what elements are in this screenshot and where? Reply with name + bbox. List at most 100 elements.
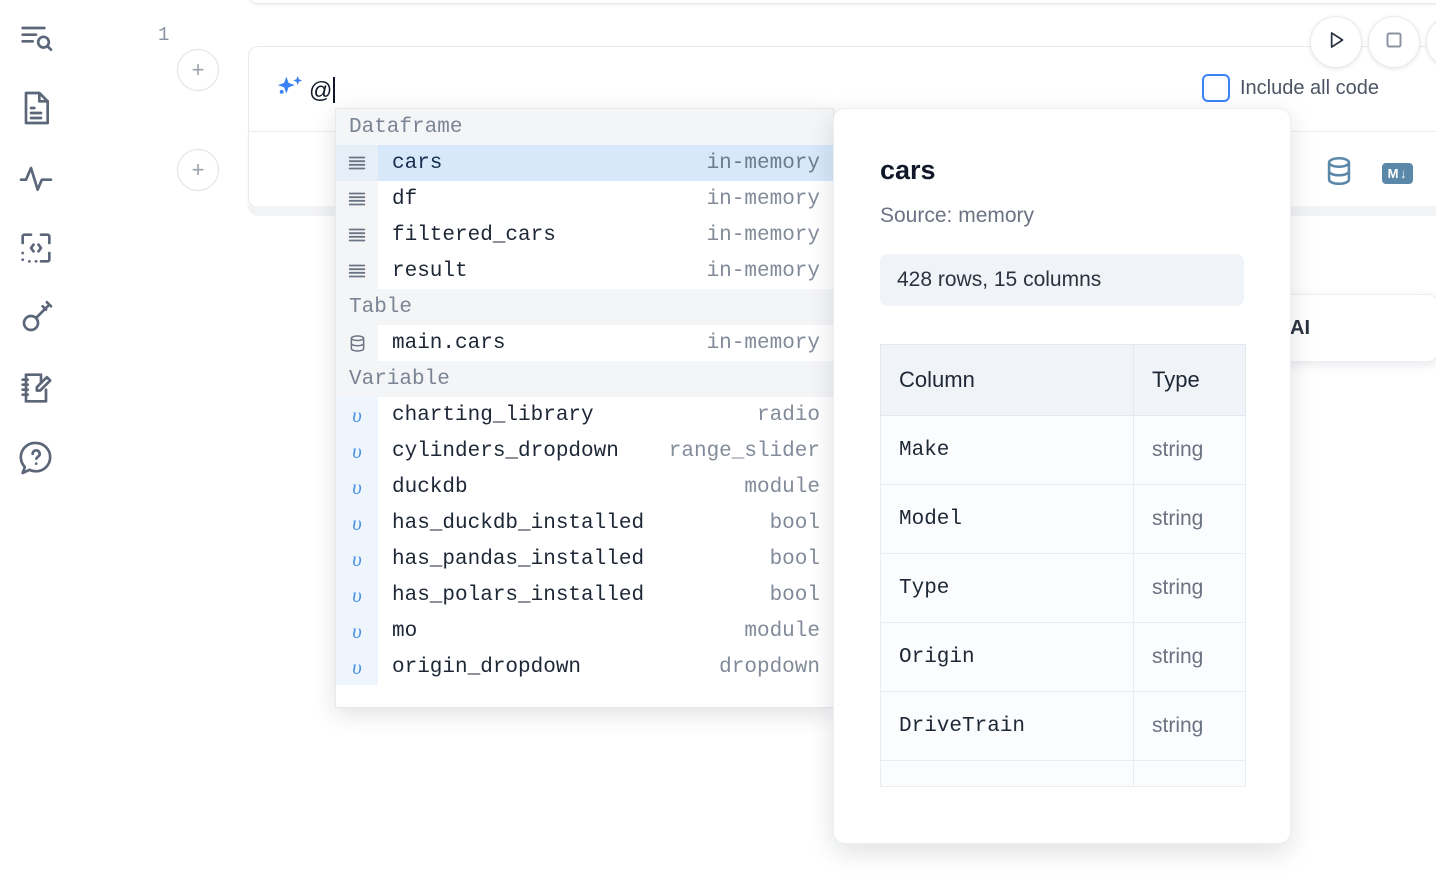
autocomplete-item-type: in-memory [706, 151, 820, 175]
autocomplete-item-type: in-memory [706, 331, 820, 355]
preview-panel: cars Source: memory 428 rows, 15 columns… [833, 108, 1291, 844]
autocomplete-item-name: mo [392, 619, 418, 643]
include-all-code-checkbox[interactable] [1202, 74, 1230, 102]
sidebar-item-document[interactable] [14, 86, 58, 130]
dataframe-icon [336, 253, 378, 289]
column-header-column: Column [880, 344, 1134, 416]
sidebar-item-activity[interactable] [14, 156, 58, 200]
sidebar-item-explore[interactable] [14, 16, 58, 60]
table-cell-column: Make [880, 415, 1134, 485]
autocomplete-item[interactable]: main.cars in-memory [336, 325, 833, 361]
pulse-icon [16, 158, 56, 198]
cell-toolbar: M↓ [1322, 154, 1413, 193]
markdown-badge-letter: M [1387, 166, 1399, 181]
key-icon [16, 298, 56, 338]
add-cell-below-button[interactable]: + [177, 149, 219, 191]
autocomplete-item[interactable]: df in-memory [336, 181, 833, 217]
autocomplete-item-name: has_polars_installed [392, 583, 645, 607]
column-header-type: Type [1133, 344, 1246, 416]
autocomplete-item-type: in-memory [706, 187, 820, 211]
ai-prompt-input[interactable]: @ [309, 47, 1436, 133]
database-icon[interactable] [1322, 154, 1356, 193]
autocomplete-item[interactable]: cars in-memory [336, 145, 833, 181]
autocomplete-item[interactable]: result in-memory [336, 253, 833, 289]
variable-icon: υ [336, 397, 378, 433]
variable-icon: υ [336, 577, 378, 613]
autocomplete-item-name: filtered_cars [392, 223, 556, 247]
preview-title: cars [880, 155, 936, 185]
autocomplete-item-name: duckdb [392, 475, 468, 499]
autocomplete-item-name: df [392, 187, 418, 211]
autocomplete-item-name: has_pandas_installed [392, 547, 645, 571]
autocomplete-item-body: duckdb module [378, 469, 833, 505]
question-chat-icon [16, 438, 56, 478]
autocomplete-item-type: radio [756, 403, 820, 427]
autocomplete-item-body: origin_dropdown dropdown [378, 649, 833, 685]
stop-square-icon [1381, 27, 1407, 58]
run-button[interactable] [1310, 16, 1362, 68]
autocomplete-item-name: result [392, 259, 468, 283]
variable-icon: υ [336, 433, 378, 469]
autocomplete-item-name: main.cars [392, 331, 506, 355]
autocomplete-item-name: has_duckdb_installed [392, 511, 645, 535]
table-cell-column: Type [880, 553, 1134, 623]
autocomplete-group-label: Variable [336, 361, 833, 397]
sidebar-item-snippets[interactable] [14, 226, 58, 270]
table-cell-type: string [1133, 553, 1246, 623]
autocomplete-item[interactable]: υ has_pandas_installed bool [336, 541, 833, 577]
sidebar-item-secrets[interactable] [14, 296, 58, 340]
autocomplete-item[interactable]: υ cylinders_dropdown range_slider [336, 433, 833, 469]
markdown-badge[interactable]: M↓ [1381, 163, 1413, 184]
autocomplete-item-type: range_slider [668, 439, 820, 463]
dataframe-icon [336, 217, 378, 253]
add-cell-above-button[interactable]: + [177, 49, 219, 91]
autocomplete-item-type: module [744, 475, 820, 499]
autocomplete-item-name: cars [392, 151, 443, 175]
autocomplete-item[interactable]: υ origin_dropdown dropdown [336, 649, 833, 685]
table-cell-column: Origin [880, 622, 1134, 692]
autocomplete-item-type: in-memory [706, 259, 820, 283]
autocomplete-item-body: cars in-memory [378, 145, 833, 181]
autocomplete-item-body: df in-memory [378, 181, 833, 217]
play-icon [1323, 27, 1349, 58]
variable-icon: υ [336, 469, 378, 505]
autocomplete-item-body: main.cars in-memory [378, 325, 833, 361]
autocomplete-item-type: module [744, 619, 820, 643]
variable-icon: υ [336, 541, 378, 577]
autocomplete-dropdown[interactable]: Dataframe cars in-memory df in-memory filtere… [335, 108, 834, 708]
include-all-code-row[interactable]: Include all code [1202, 74, 1379, 102]
autocomplete-item-type: bool [769, 547, 820, 571]
variable-icon: υ [336, 505, 378, 541]
sidebar-item-help[interactable] [14, 436, 58, 480]
autocomplete-item-name: origin_dropdown [392, 655, 582, 679]
markdown-badge-arrow: ↓ [1400, 166, 1407, 181]
list-search-icon [16, 18, 56, 58]
preview-source: Source: memory [880, 204, 1035, 227]
sparkles-icon [271, 71, 311, 116]
autocomplete-item-body: has_pandas_installed bool [378, 541, 833, 577]
autocomplete-group-label: Table [336, 289, 833, 325]
autocomplete-item-body: cylinders_dropdown range_slider [378, 433, 833, 469]
table-cell-type [1133, 760, 1246, 787]
variable-icon: υ [336, 649, 378, 685]
sidebar-item-scratchpad[interactable] [14, 366, 58, 410]
include-all-code-label: Include all code [1240, 76, 1379, 99]
autocomplete-group-label: Dataframe [336, 109, 833, 145]
autocomplete-item-type: dropdown [719, 655, 820, 679]
autocomplete-item-name: cylinders_dropdown [392, 439, 619, 463]
text-caret [333, 76, 336, 103]
stop-button[interactable] [1368, 16, 1420, 68]
